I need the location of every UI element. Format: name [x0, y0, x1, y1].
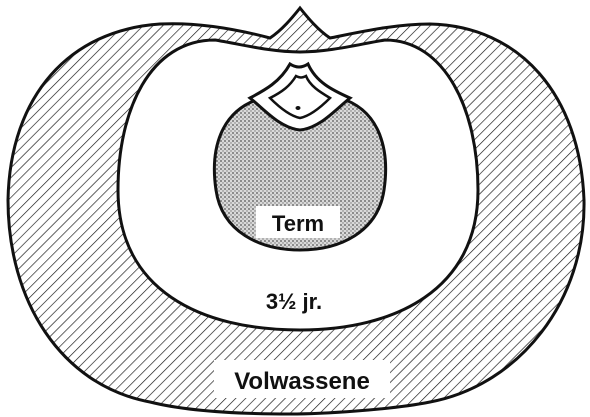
child-age-label: 3½ jr.: [266, 289, 322, 314]
adult-label: Volwassene: [234, 368, 370, 395]
inner-dot: [296, 106, 301, 110]
term-label: Term: [272, 211, 324, 236]
